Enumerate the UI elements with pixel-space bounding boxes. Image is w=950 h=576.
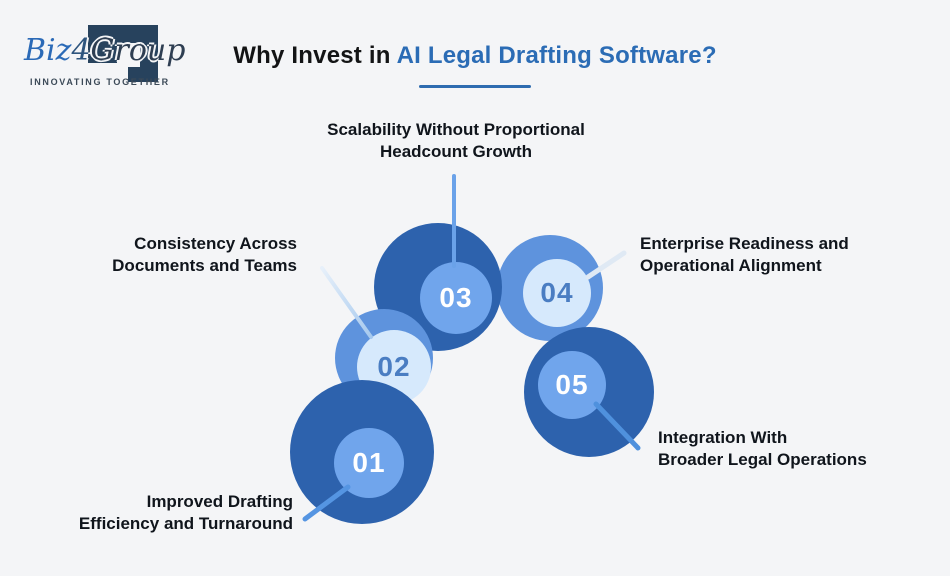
step-05-label: Integration With Broader Legal Operation…: [658, 428, 867, 470]
page-title: Why Invest in AI Legal Drafting Software…: [0, 42, 950, 70]
step-03-inner-circle: 03: [420, 262, 492, 334]
step-02-label: Consistency Across Documents and Teams: [112, 234, 297, 276]
step-04-label: Enterprise Readiness and Operational Ali…: [640, 234, 849, 276]
step-04-inner-circle: 04: [523, 259, 591, 327]
logo-wordmark: Biz4Group: [24, 36, 185, 66]
logo-word-biz: Biz: [24, 33, 72, 68]
step-01-number: 01: [352, 447, 386, 478]
logo-word-four: 4: [71, 33, 91, 68]
step-03-number: 03: [439, 282, 473, 313]
step-02-number: 02: [377, 351, 411, 382]
step-01-label: Improved Drafting Efficiency and Turnaro…: [78, 492, 293, 534]
biz4group-logo: Biz4Group INNOVATING TOGETHER: [0, 0, 200, 100]
header: Why Invest in AI Legal Drafting Software…: [0, 42, 950, 88]
title-highlight: AI Legal Drafting Software?: [396, 42, 717, 69]
step-01-inner-circle: 01: [334, 428, 404, 498]
logo-word-group: Group: [90, 33, 186, 68]
step-05-inner-circle: 05: [538, 351, 606, 419]
step-03-label: Scalability Without Proportional Headcou…: [327, 120, 585, 162]
step-05-number: 05: [555, 369, 589, 400]
title-underline: [419, 85, 531, 88]
logo-bracket-icon: [88, 25, 158, 82]
title-prefix: Why Invest in: [233, 42, 391, 69]
step-04-number: 04: [540, 277, 574, 308]
logo-tagline: INNOVATING TOGETHER: [30, 77, 170, 87]
